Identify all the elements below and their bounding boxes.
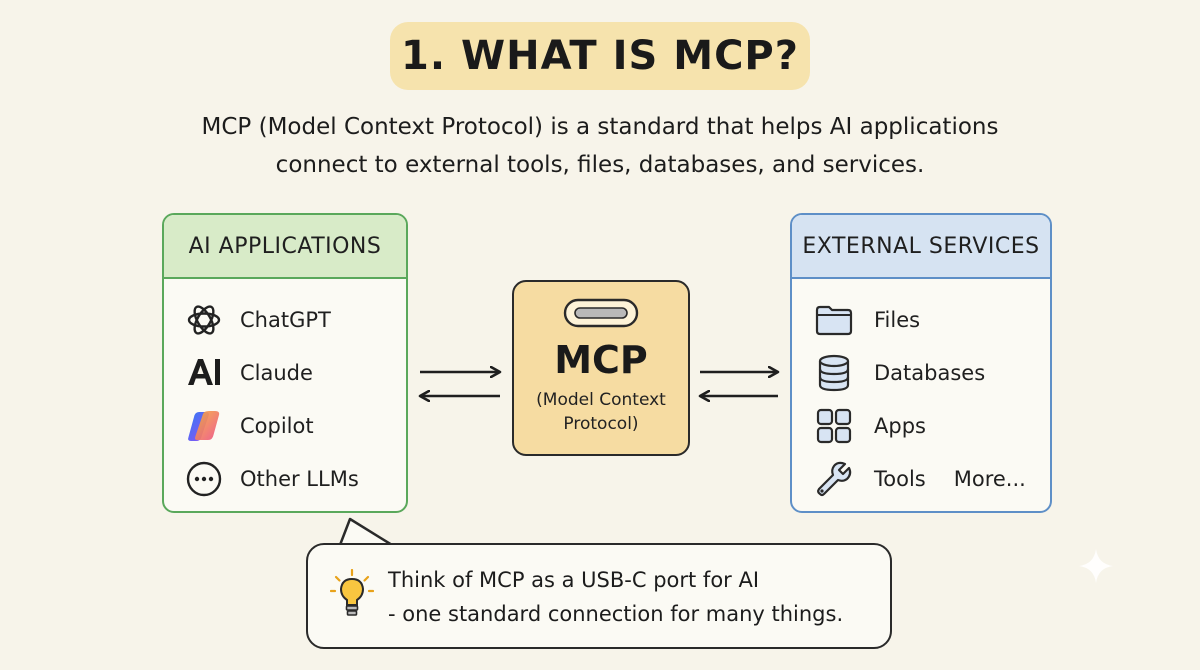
callout-tail <box>338 517 393 547</box>
list-item-claude: Claude <box>164 346 406 399</box>
list-item-label: Copilot <box>240 413 314 438</box>
ai-applications-list: ChatGPT Claude <box>164 279 406 505</box>
external-services-list: Files Databases <box>792 279 1050 505</box>
ai-applications-heading: AI APPLICATIONS <box>164 215 406 279</box>
mcp-full-name-line-1: (Model Context <box>536 390 666 410</box>
subtitle-line-1: MCP (Model Context Protocol) is a standa… <box>201 114 999 140</box>
list-item-label: Tools <box>874 466 926 491</box>
mcp-full-name-line-2: Protocol) <box>563 414 639 434</box>
lightbulb-icon <box>329 568 375 629</box>
mcp-box: MCP (Model Context Protocol) <box>512 280 690 456</box>
mcp-full-name: (Model Context Protocol) <box>514 388 688 436</box>
grid-icon <box>812 404 856 448</box>
copilot-logo-icon <box>182 404 226 448</box>
wrench-icon <box>812 457 856 501</box>
list-item-label: Claude <box>240 360 313 385</box>
tip-callout: Think of MCP as a USB-C port for AI - on… <box>306 543 892 649</box>
list-item-chatgpt: ChatGPT <box>164 293 406 346</box>
ellipsis-circle-icon <box>182 457 226 501</box>
list-item-label: Databases <box>874 360 986 385</box>
subtitle: MCP (Model Context Protocol) is a standa… <box>100 108 1100 184</box>
tip-line-2: - one standard connection for many thing… <box>388 602 844 626</box>
anthropic-ai-logo-icon <box>182 351 226 395</box>
tip-text: Think of MCP as a USB-C port for AI - on… <box>388 563 843 631</box>
tip-line-1: Think of MCP as a USB-C port for AI <box>388 568 760 592</box>
external-services-heading: EXTERNAL SERVICES <box>792 215 1050 279</box>
list-item-label: Other LLMs <box>240 466 359 491</box>
list-item-databases: Databases <box>792 346 1050 399</box>
page-title: 1. WHAT IS MCP? <box>390 22 810 90</box>
list-item-other-llms: Other LLMs <box>164 452 406 505</box>
list-item-files: Files <box>792 293 1050 346</box>
ai-applications-panel: AI APPLICATIONS ChatGPT <box>162 213 408 513</box>
mcp-name: MCP <box>554 338 648 382</box>
list-item-apps: Apps <box>792 399 1050 452</box>
folder-icon <box>812 298 856 342</box>
list-item-label: Apps <box>874 413 926 438</box>
sparkle-icon <box>1079 549 1113 583</box>
list-item-tools: Tools More... <box>792 452 1050 505</box>
usb-c-port-icon <box>563 298 639 332</box>
list-item-label: Files <box>874 307 921 332</box>
external-services-panel: EXTERNAL SERVICES Files <box>790 213 1052 513</box>
openai-knot-icon <box>182 298 226 342</box>
list-item-copilot: Copilot <box>164 399 406 452</box>
more-label: More... <box>953 466 1026 491</box>
database-icon <box>812 351 856 395</box>
list-item-label: ChatGPT <box>240 307 331 332</box>
subtitle-line-2: connect to external tools, files, databa… <box>275 152 925 178</box>
